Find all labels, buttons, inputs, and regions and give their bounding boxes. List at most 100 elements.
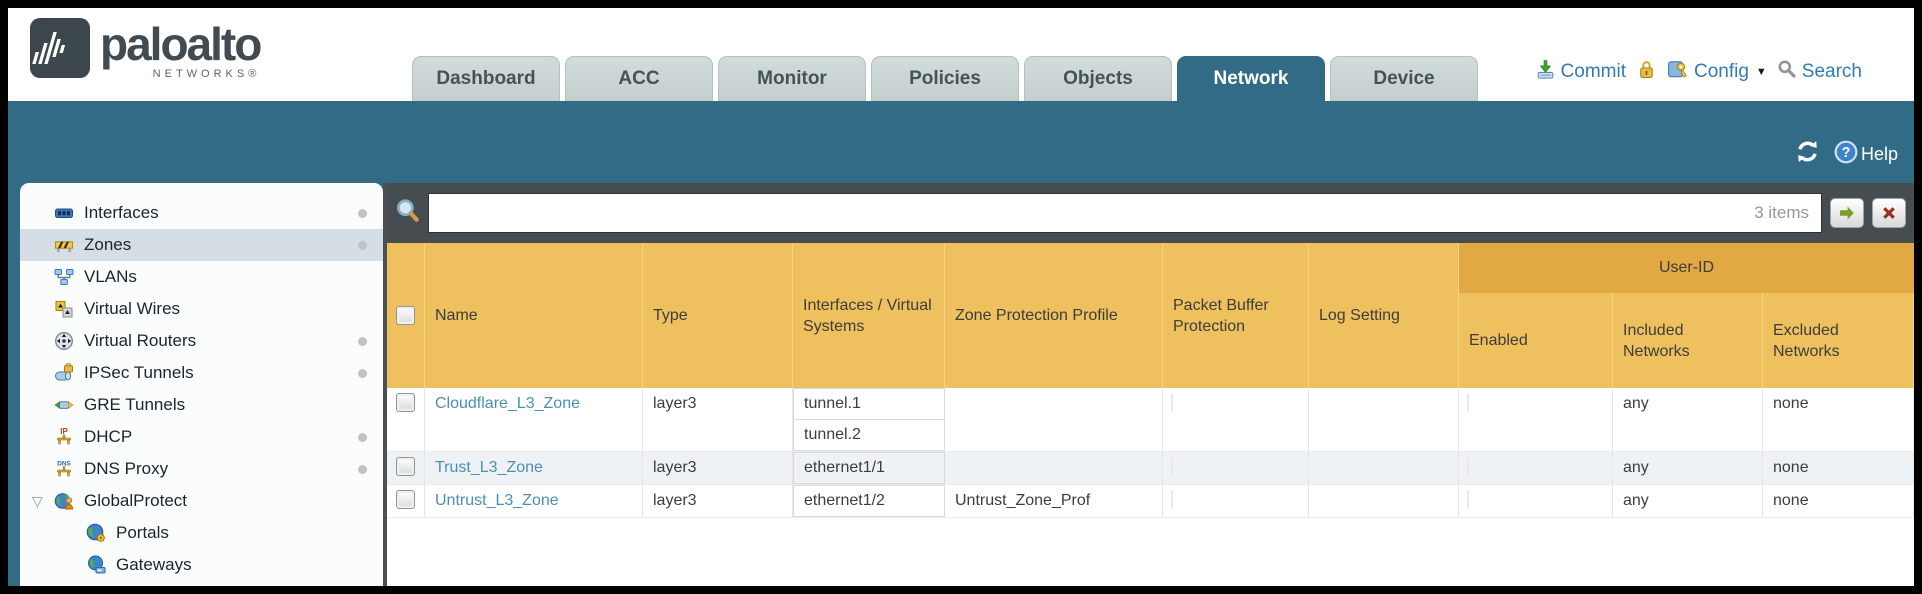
sidebar-item-vlans[interactable]: VLANs xyxy=(20,261,383,293)
sidebar-item-interfaces[interactable]: Interfaces xyxy=(20,197,383,229)
sidebar-item-zones[interactable]: Zones xyxy=(20,229,383,261)
sidebar-item-virtual-routers[interactable]: Virtual Routers xyxy=(20,325,383,357)
portals-icon xyxy=(86,523,108,543)
status-dot xyxy=(358,208,367,218)
row-select-cell xyxy=(387,452,425,484)
column-header-log-setting[interactable]: Log Setting xyxy=(1309,243,1459,388)
sidebar-item-label: VLANs xyxy=(84,267,137,286)
tab-policies[interactable]: Policies xyxy=(871,56,1019,101)
clear-filter-button[interactable] xyxy=(1872,198,1906,228)
log-setting-cell xyxy=(1309,452,1459,484)
svg-text:?: ? xyxy=(1842,145,1851,161)
sidebar-item-label: Interfaces xyxy=(84,203,159,222)
commit-button[interactable]: Commit xyxy=(1535,59,1626,85)
row-checkbox[interactable] xyxy=(396,393,415,412)
column-header-packet-buffer-protection[interactable]: Packet Buffer Protection xyxy=(1163,243,1309,388)
packet-buffer-checkbox xyxy=(1171,490,1173,509)
select-all-cell xyxy=(387,243,425,388)
tab-objects[interactable]: Objects xyxy=(1024,56,1172,101)
commit-label: Commit xyxy=(1560,60,1626,82)
row-checkbox[interactable] xyxy=(396,490,415,509)
sidebar-item-gateways[interactable]: Gateways xyxy=(20,549,383,581)
interface-value: tunnel.2 xyxy=(793,419,945,451)
brand-subtitle: NETWORKS® xyxy=(152,68,261,80)
sidebar-item-gre-tunnels[interactable]: GRE Tunnels xyxy=(20,389,383,421)
excluded-networks-cell: none xyxy=(1763,452,1914,484)
zone-type-cell: layer3 xyxy=(643,388,793,451)
help-icon: ? xyxy=(1834,140,1858,169)
column-header-enabled[interactable]: Enabled xyxy=(1459,293,1613,388)
status-dot xyxy=(358,240,367,250)
user-id-enabled-cell xyxy=(1459,452,1613,484)
config-label: Config xyxy=(1693,60,1749,82)
refresh-icon[interactable] xyxy=(1795,139,1820,169)
search-button[interactable]: Search xyxy=(1777,59,1862,84)
row-checkbox[interactable] xyxy=(396,457,415,476)
sidebar-item-ipsec-tunnels[interactable]: IPSec Tunnels xyxy=(20,357,383,389)
paloalto-logo-icon xyxy=(30,18,90,83)
included-networks-cell: any xyxy=(1613,485,1763,517)
filter-search-input[interactable] xyxy=(429,194,1755,232)
status-dot xyxy=(358,336,367,346)
dns-proxy-icon: DNS xyxy=(54,459,76,479)
gateways-icon xyxy=(86,555,108,575)
expand-caret-icon[interactable]: ▽ xyxy=(32,492,43,509)
content-panel: 3 items Name Type Interfaces / Virtual S… xyxy=(387,183,1914,586)
zone-interfaces-cell: ethernet1/2 xyxy=(793,485,945,517)
zone-name-link[interactable]: Trust_L3_Zone xyxy=(425,452,643,484)
sidebar-item-globalprotect[interactable]: ▽GlobalProtect xyxy=(20,485,383,517)
search-label: Search xyxy=(1801,60,1862,82)
tab-monitor[interactable]: Monitor xyxy=(718,56,866,101)
column-header-name[interactable]: Name xyxy=(425,243,643,388)
packet-buffer-protection-cell xyxy=(1163,485,1309,517)
lock-button[interactable] xyxy=(1636,59,1657,85)
sidebar-item-virtual-wires[interactable]: Virtual Wires xyxy=(20,293,383,325)
log-setting-cell xyxy=(1309,485,1459,517)
zone-name-link[interactable]: Cloudflare_L3_Zone xyxy=(425,388,643,451)
help-button[interactable]: ? Help xyxy=(1834,140,1898,169)
column-header-included-networks[interactable]: Included Networks xyxy=(1613,293,1763,388)
subheader-band: ? Help xyxy=(8,101,1914,183)
included-networks-cell: any xyxy=(1613,388,1763,451)
zone-name-link[interactable]: Untrust_L3_Zone xyxy=(425,485,643,517)
user-id-enabled-cell xyxy=(1459,388,1613,451)
sidebar-item-label: Portals xyxy=(116,523,169,542)
sidebar-item-label: GRE Tunnels xyxy=(84,395,186,414)
zone-protection-profile-cell: Untrust_Zone_Prof xyxy=(945,485,1163,517)
apply-filter-button[interactable] xyxy=(1830,198,1864,228)
config-caret-icon: ▼ xyxy=(1755,65,1767,78)
config-button[interactable]: Config ▼ xyxy=(1667,58,1767,85)
zone-protection-profile-cell xyxy=(945,388,1163,451)
zones-icon xyxy=(54,235,76,255)
status-dot xyxy=(358,432,367,442)
column-header-zone-protection-profile[interactable]: Zone Protection Profile xyxy=(945,243,1163,388)
row-select-cell xyxy=(387,388,425,451)
sidebar-splitter[interactable] xyxy=(383,183,387,586)
column-header-type[interactable]: Type xyxy=(643,243,793,388)
select-all-checkbox[interactable] xyxy=(396,306,415,325)
tab-device[interactable]: Device xyxy=(1330,56,1478,101)
tab-dashboard[interactable]: Dashboard xyxy=(412,56,560,101)
vlans-icon xyxy=(54,267,76,287)
interface-value: ethernet1/2 xyxy=(793,485,945,517)
column-header-excluded-networks[interactable]: Excluded Networks xyxy=(1763,293,1914,388)
user-id-group-header: User-ID xyxy=(1459,243,1914,293)
tab-acc[interactable]: ACC xyxy=(565,56,713,101)
column-header-interfaces[interactable]: Interfaces / Virtual Systems xyxy=(793,243,945,388)
subheader-actions: ? Help xyxy=(1795,139,1898,169)
sidebar-item-portals[interactable]: Portals xyxy=(20,517,383,549)
filter-toolbar: 3 items xyxy=(387,183,1914,243)
excluded-networks-cell: none xyxy=(1763,485,1914,517)
log-setting-cell xyxy=(1309,388,1459,451)
user-id-enabled-cell xyxy=(1459,485,1613,517)
brand-name: paloalto xyxy=(100,18,262,70)
tab-network[interactable]: Network xyxy=(1177,56,1325,101)
interface-value: tunnel.1 xyxy=(793,388,945,420)
